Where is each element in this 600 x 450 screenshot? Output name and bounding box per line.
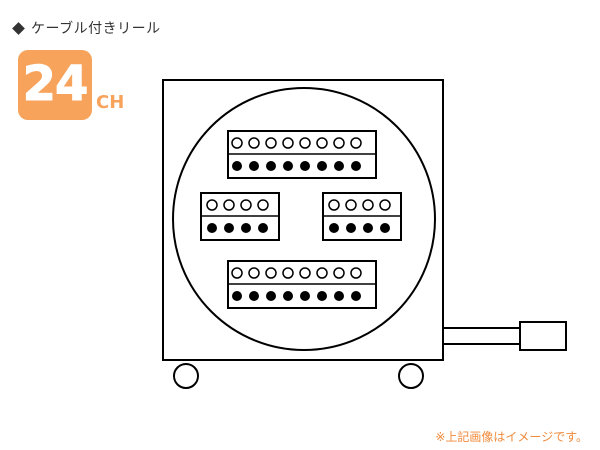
panel-top-open-socket xyxy=(248,137,260,149)
panel-bottom-open-socket xyxy=(282,267,294,279)
panel-top-open-socket xyxy=(333,137,345,149)
panel-top-open-socket xyxy=(316,137,328,149)
left-wheel xyxy=(173,363,199,389)
panel-right-filled-socket xyxy=(363,223,373,233)
panel-bottom-filled-socket xyxy=(232,291,242,301)
panel-right-filled-socket xyxy=(346,223,356,233)
panel-left-open-socket xyxy=(223,199,235,211)
plug xyxy=(519,321,567,351)
panel-bottom-open-socket xyxy=(248,267,260,279)
panel-top-open-socket xyxy=(231,137,243,149)
panel-top-filled-socket xyxy=(266,161,276,171)
panel-right-filled-socket xyxy=(380,223,390,233)
image-disclaimer: ※上記画像はイメージです。 xyxy=(435,430,588,444)
panel-top-filled-socket xyxy=(334,161,344,171)
panel-left-open-socket xyxy=(240,199,252,211)
panel-left-filled-socket xyxy=(258,223,268,233)
panel-top-filled-socket xyxy=(249,161,259,171)
heading: ケーブル付きリール xyxy=(12,18,161,38)
panel-bottom-filled-socket xyxy=(317,291,327,301)
panel-left-open-socket xyxy=(206,199,218,211)
panel-top-filled-socket xyxy=(317,161,327,171)
panel-top-open-socket xyxy=(265,137,277,149)
panel-top-filled-socket xyxy=(232,161,242,171)
panel-top-open-socket xyxy=(282,137,294,149)
panel-right-open-socket xyxy=(345,199,357,211)
heading-title: ケーブル付きリール xyxy=(31,21,161,37)
panel-bottom-filled-socket xyxy=(266,291,276,301)
channel-badge: 24 xyxy=(18,50,92,120)
channel-number: 24 xyxy=(22,56,89,113)
sockets-group xyxy=(206,137,391,301)
panel-bottom-filled-socket xyxy=(249,291,259,301)
panel-bottom-filled-socket xyxy=(334,291,344,301)
channel-unit: CH xyxy=(96,92,125,113)
right-wheel xyxy=(398,363,424,389)
panel-bottom-filled-socket xyxy=(283,291,293,301)
panel-right-open-socket xyxy=(328,199,340,211)
panel-bottom-open-socket xyxy=(333,267,345,279)
panel-bottom-open-socket xyxy=(231,267,243,279)
panel-right-open-socket xyxy=(379,199,391,211)
panel-bottom-open-socket xyxy=(316,267,328,279)
panel-left-filled-socket xyxy=(224,223,234,233)
panel-bottom-filled-socket xyxy=(300,291,310,301)
panel-top-open-socket xyxy=(299,137,311,149)
panel-bottom-open-socket xyxy=(350,267,362,279)
panel-left-filled-socket xyxy=(241,223,251,233)
panel-top-open-socket xyxy=(350,137,362,149)
panel-bottom-open-socket xyxy=(299,267,311,279)
panel-left-open-socket xyxy=(257,199,269,211)
panel-right-open-socket xyxy=(362,199,374,211)
panel-top-filled-socket xyxy=(351,161,361,171)
panel-top-filled-socket xyxy=(300,161,310,171)
panel-top-filled-socket xyxy=(283,161,293,171)
panel-right-filled-socket xyxy=(329,223,339,233)
panel-left-filled-socket xyxy=(207,223,217,233)
panel-bottom-open-socket xyxy=(265,267,277,279)
panel-bottom-filled-socket xyxy=(351,291,361,301)
